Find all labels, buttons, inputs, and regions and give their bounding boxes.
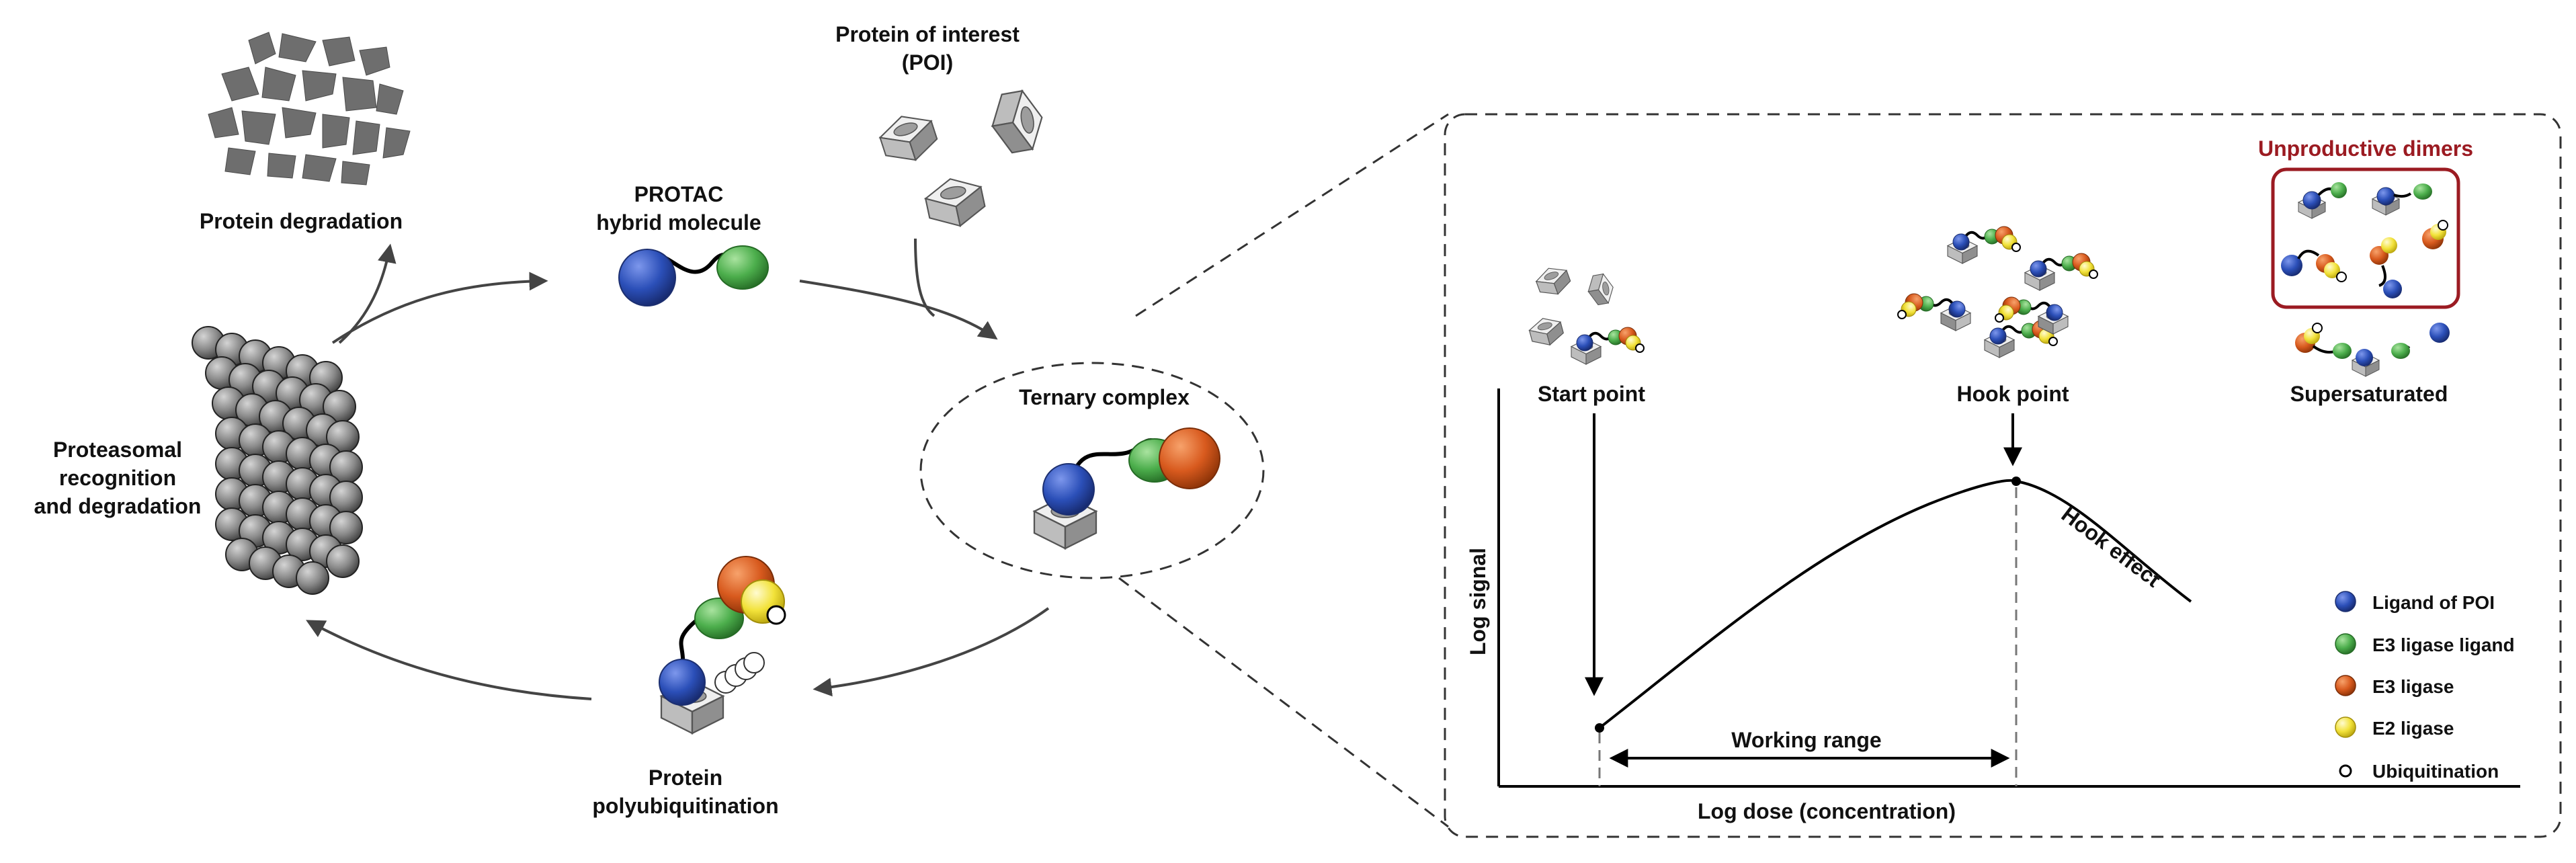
legend: Ligand of POI E3 ligase ligand E3 ligase…: [2335, 591, 2515, 782]
poi-label-line2: (POI): [902, 50, 953, 75]
protac-label-line1: PROTAC: [634, 182, 724, 206]
legend-e3-ligase-swatch: [2335, 675, 2356, 696]
working-range-label: Working range: [1731, 728, 1881, 752]
protein-fragments-icon: [208, 32, 411, 186]
poi-boxes-icon: [875, 87, 1048, 233]
arrow-polyubi-to-proteasome: [306, 620, 592, 700]
start-point-cluster-icon: [1526, 262, 1644, 364]
polyubiquitinated-complex-icon: [659, 556, 786, 735]
zoom-line-bottom: [1118, 577, 1449, 828]
poi-label-line1: Protein of interest: [835, 22, 1020, 46]
start-point-marker: [1595, 723, 1604, 733]
hook-point-cluster-icon: [1898, 227, 2097, 358]
chart-axes: [1497, 388, 2520, 788]
unproductive-dimers-icon: [2281, 182, 2448, 298]
ternary-complex-label: Ternary complex: [1019, 385, 1190, 409]
protac-label-line2: hybrid molecule: [596, 210, 761, 235]
legend-e3-ligand-swatch: [2335, 633, 2356, 655]
hook-effect-panel: [1444, 113, 2562, 838]
legend-e3-ligase-label: E3 ligase: [2372, 676, 2454, 697]
x-axis-label: Log dose (concentration): [1698, 799, 1956, 823]
legend-e2-ligase-swatch: [2335, 716, 2356, 738]
arrow-poi-merge: [914, 238, 936, 317]
arrow-protac-to-ternary: [799, 280, 998, 340]
arrow-ternary-to-polyubi: [813, 607, 1050, 697]
arrow-proteasome-to-protac: [331, 272, 548, 344]
polyubiquitination-label-line2: polyubiquitination: [592, 794, 778, 818]
protac-molecule-icon: [618, 245, 769, 306]
cycle-arrows: [306, 238, 1050, 700]
legend-e2-ligase-label: E2 ligase: [2372, 718, 2454, 739]
unproductive-dimers-label: Unproductive dimers: [2258, 136, 2473, 161]
supersaturated-label: Supersaturated: [2290, 382, 2448, 406]
ternary-complex-icon: [1033, 427, 1220, 550]
protein-degradation-label: Protein degradation: [200, 209, 403, 233]
dose-response-curve: [1598, 479, 2192, 729]
proteasomal-label-line1: Proteasomal: [53, 438, 182, 462]
polyubiquitination-label-line1: Protein: [649, 766, 722, 790]
proteasome-icon: [192, 326, 363, 595]
supersaturated-cluster-icon: [2295, 323, 2450, 377]
y-axis-label: Log signal: [1466, 548, 1490, 655]
start-point-label: Start point: [1538, 382, 1645, 406]
proteasomal-label-line3: and degradation: [34, 494, 202, 518]
legend-ubiquitination-label: Ubiquitination: [2372, 761, 2499, 782]
hook-point-label: Hook point: [1956, 382, 2069, 406]
arrow-proteasome-to-degradation: [338, 243, 397, 344]
legend-e3-ligand-label: E3 ligase ligand: [2372, 634, 2515, 655]
legend-ligand-poi-swatch: [2335, 591, 2356, 612]
hook-effect-label: Hook effect: [2057, 502, 2165, 592]
zoom-line-top: [1135, 113, 1449, 317]
ternary-complex-ellipse: [919, 362, 1265, 579]
legend-ligand-poi-label: Ligand of POI: [2372, 592, 2495, 613]
proteasomal-label-line2: recognition: [59, 466, 176, 490]
legend-ubiquitination-swatch: [2339, 764, 2352, 778]
unproductive-dimers-box: [2271, 167, 2460, 309]
hook-point-marker: [2011, 477, 2021, 486]
